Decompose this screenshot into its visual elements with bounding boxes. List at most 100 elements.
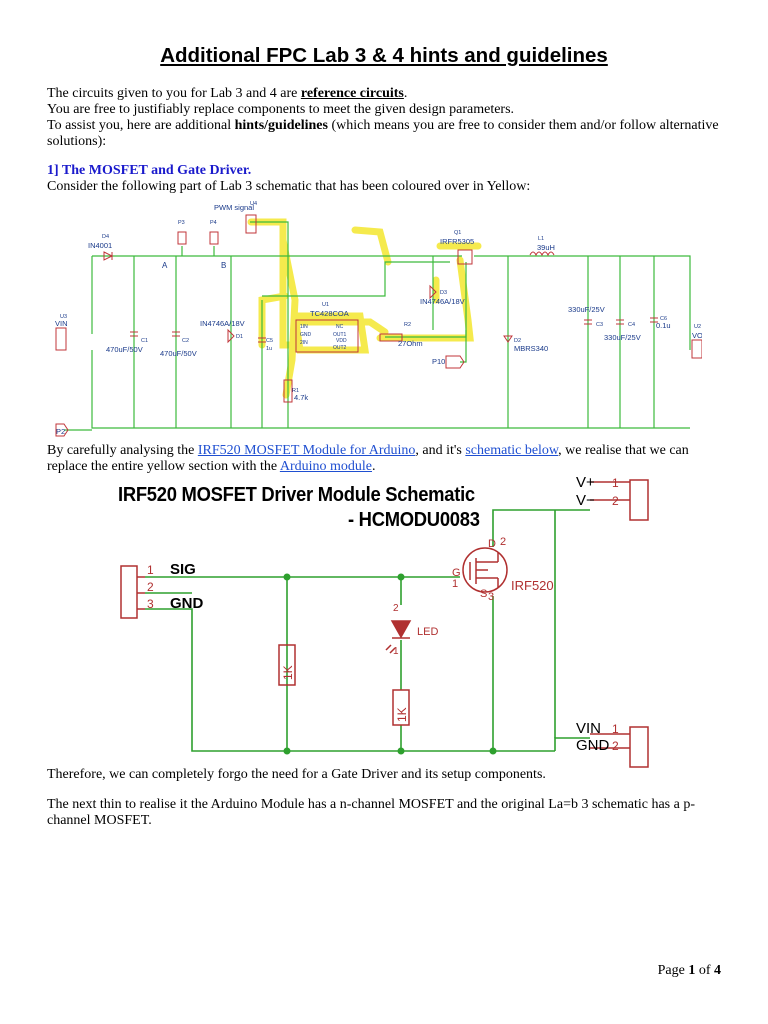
lab3-d4: D4 [102,234,109,240]
lab3-c1-val: 470uF/50V [106,345,143,354]
r1-value: 1K [281,665,295,680]
svg-text:1IN: 1IN [300,324,308,330]
svg-text:NC: NC [336,324,344,330]
gnd-label: GND [170,595,204,612]
resistor-1k-a [278,644,296,686]
yellow-highlight [247,218,482,399]
lab3-components [55,214,702,437]
lab3-c6-val: 0.1u [656,321,671,330]
vplus-label: V+ [576,474,595,491]
r2-value: 1K [395,707,409,722]
lab3-d2-val: MBRS340 [514,344,548,353]
lab3-in4746: IN4746A/18V [200,319,245,328]
irf520-components [120,479,649,768]
lab3-u4: U4 [250,201,257,207]
intro-line3-post: (which means you are free to consider th… [47,118,719,149]
mosfet-pin1: 1 [452,578,458,590]
mosfet-d: D [488,538,496,550]
arduino-module-link[interactable]: Arduino module [279,459,373,474]
analysis-paragraph: By carefully analysing the IRF520 MOSFET… [47,443,727,475]
vout-pin2: 2 [612,494,619,508]
svg-text:GND: GND [300,332,312,338]
sig-pin3: 3 [147,597,154,611]
footer-of: of [695,963,714,978]
lab3-irfr5305: IRFR5305 [440,237,474,246]
resistor-1k-b [392,689,410,726]
next-paragraph: The next thin to realise it the Arduino … [47,797,695,828]
lab3-c3-val: 330uF/25V [568,305,605,314]
irf520-schematic-title: IRF520 MOSFET Driver Module Schematic [118,484,475,506]
irf520-schematic: V+ V− 1 2 1 2 3 SIG GND G 1 S 3 D 2 IRF5… [120,474,649,768]
mosfet-g: G [452,567,461,579]
analysis-t3: , we realise that we can replace the ent… [47,443,689,474]
mosfet-pin2: 2 [500,536,506,548]
led-symbol [390,620,412,639]
section1-heading: 1] The MOSFET and Gate Driver. [47,163,252,178]
lab3-d3-val: IN4746A/18V [420,297,465,306]
intro-paragraph: The circuits given to you for Lab 3 and … [47,86,727,150]
svg-text:OUT1: OUT1 [333,332,347,338]
lab3-l1: L1 [538,236,544,242]
intro-line3-bold: hints/guidelines [234,118,328,133]
lab3-c4: C4 [628,322,635,328]
vin-pin1: 1 [612,722,619,736]
svg-text:VDD: VDD [336,338,347,344]
schematic-link[interactable]: schematic below [465,443,559,458]
lab3-p4: P4 [210,220,217,226]
vout-connector [629,479,649,521]
lab3-c5-val: 1u [266,346,272,352]
irf520-labels: V+ V− 1 2 1 2 3 SIG GND G 1 S 3 D 2 IRF5… [147,474,619,754]
sig-pin2: 2 [147,580,154,594]
intro-line2: You are free to justifiably replace comp… [47,102,515,117]
lab3-d1: D1 [236,334,243,340]
lab3-wires [64,221,691,431]
lab3-r2: R2 [404,322,411,328]
lab3-vin: VIN [55,319,68,328]
led-pin1: 1 [393,646,399,657]
vin-label: VIN [576,720,601,737]
lab3-labels: PWM signal U4 P3 P4 D4 IN4001 A B Q1 IRF… [55,201,702,436]
lab3-schematic: PWM signal U4 P3 P4 D4 IN4001 A B Q1 IRF… [55,201,702,437]
lab3-q1: Q1 [454,230,461,236]
led-label: LED [417,626,438,638]
irf520-schematic-subtitle: - HCMODU0083 [348,509,480,531]
lab3-r2-val: 27Ohm [398,339,423,348]
lab3-u1: U1 [322,302,329,308]
lab3-c1: C1 [141,338,148,344]
lab3-vout: VOUT [692,331,702,340]
irf520-junctions [283,573,497,755]
lab3-u3: U3 [60,314,67,320]
lab3-p10: P10 [432,357,445,366]
document-title: Additional FPC Lab 3 & 4 hints and guide… [160,44,608,67]
vout-pin1: 1 [612,476,619,490]
lab3-in4001: IN4001 [88,241,112,250]
irf520-wires [145,509,590,752]
led-pin2: 2 [393,603,399,614]
vin-pin2: 2 [612,739,619,753]
mosfet-label: IRF520 [511,578,554,593]
mosfet-s: S [480,588,487,600]
lab3-c3: C3 [596,322,603,328]
sig-connector [120,565,138,619]
analysis-t1: By carefully analysing the [47,443,198,458]
lab3-r1: R1 [292,388,299,394]
lab3-c2: C2 [182,338,189,344]
lab3-c5: C5 [266,338,273,344]
gnd2-label: GND [576,737,610,754]
footer-current: 1 [688,963,696,978]
lab3-u2: U2 [694,324,701,330]
footer-total: 4 [714,963,721,978]
lab3-r1-val: 4.7k [294,393,308,402]
lab3-u1-val: TC428COA [310,309,349,318]
lab3-p2: P2 [56,427,65,436]
section1-text: Consider the following part of Lab 3 sch… [47,179,531,194]
lab3-d3: D3 [440,290,447,296]
vin-connector [629,726,649,768]
analysis-t2: , and it's [415,443,466,458]
mosfet-pin3: 3 [488,591,494,603]
irf520-module-link[interactable]: IRF520 MOSFET Module for Arduino [197,443,416,458]
sig-pin1: 1 [147,563,154,577]
lab3-d2: D2 [514,338,521,344]
intro-line1-pre: The circuits given to you for Lab 3 and … [47,86,301,101]
